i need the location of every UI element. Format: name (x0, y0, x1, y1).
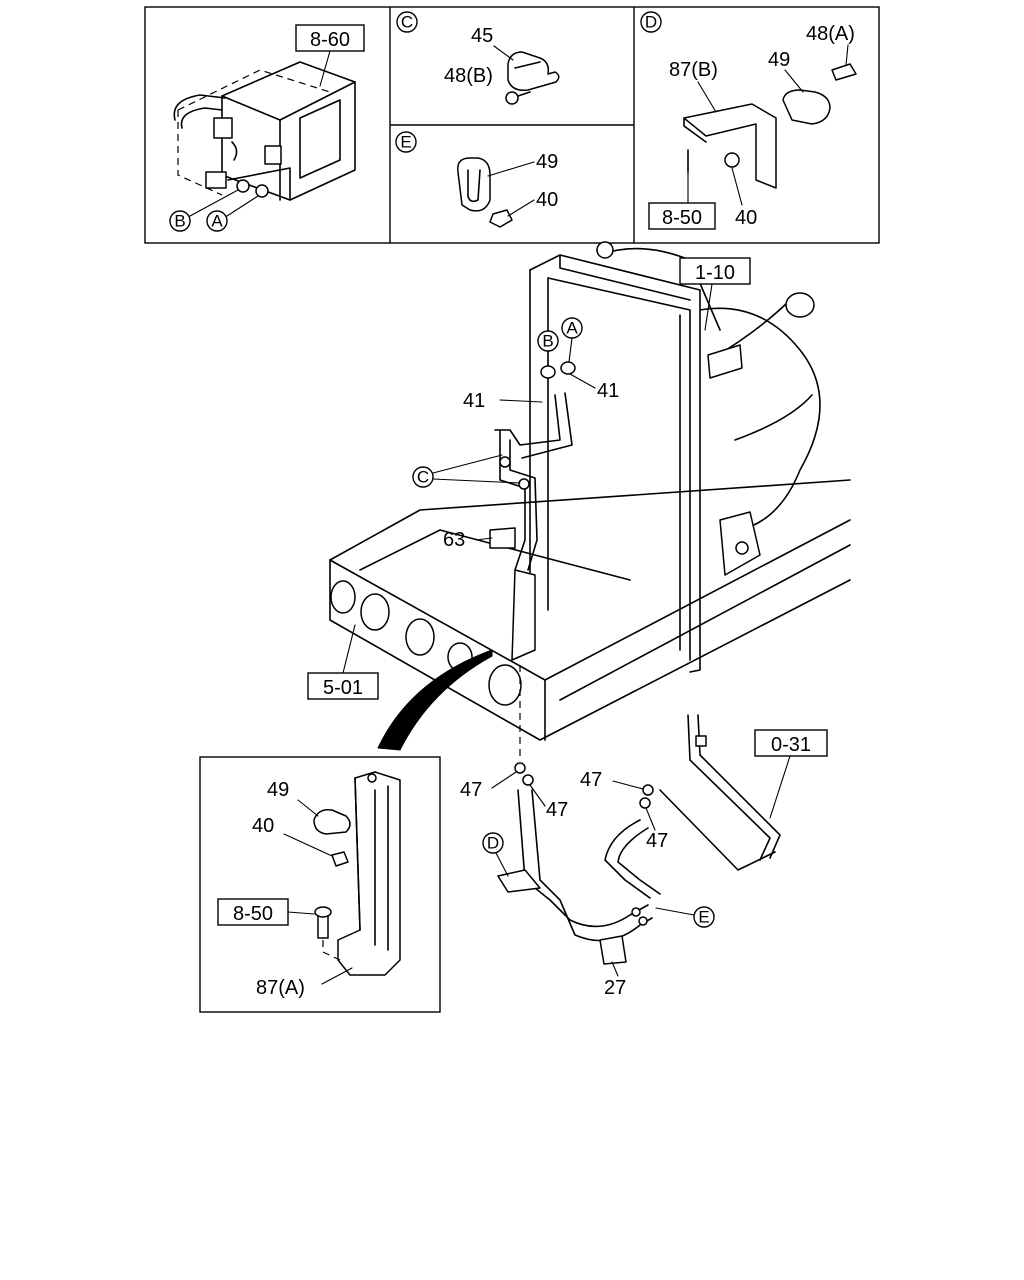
ref-1-10: 1-10 (679, 257, 751, 331)
panel-d: D 48(A) 49 87(B) 40 8-50 (640, 11, 857, 230)
hose-routing-lower (497, 714, 781, 965)
ref-0-31: 0-31 (754, 729, 828, 819)
hose-routing-upper (489, 361, 576, 760)
callout-c-main: C (412, 454, 521, 488)
panel-e: E 49 40 (395, 131, 558, 228)
svg-text:8-60: 8-60 (310, 29, 350, 51)
label-27: 27 (604, 977, 626, 999)
label-49-inset: 49 (267, 779, 289, 801)
label-87b: 87(B) (669, 59, 718, 81)
label-47-d: 47 (646, 830, 668, 852)
label-47-a: 47 (460, 779, 482, 801)
callout-a-panel: A (206, 195, 259, 232)
panel-c-callout: C (401, 13, 413, 32)
panel-d-callout: D (645, 13, 657, 32)
inset-pointer-arrow (377, 649, 493, 751)
panel-c: C 45 48(B) (396, 11, 560, 105)
ref-5-01: 5-01 (307, 624, 379, 700)
panel-valve-unit: 8-60 B A (169, 24, 365, 232)
svg-text:D: D (487, 834, 499, 853)
ref-8-50-inset: 8-50 (217, 898, 315, 926)
svg-text:A: A (566, 319, 578, 338)
label-40-e: 40 (536, 189, 558, 211)
inset-detail: 49 40 8-50 87(A) (199, 756, 441, 1013)
svg-text:8-50: 8-50 (662, 207, 702, 229)
label-87a: 87(A) (256, 977, 305, 999)
callout-d-main: D (482, 832, 509, 877)
ref-8-50-d: 8-50 (648, 171, 716, 230)
label-40-inset: 40 (252, 815, 274, 837)
label-63: 63 (443, 529, 465, 551)
svg-text:5-01: 5-01 (323, 677, 363, 699)
ref-8-60: 8-60 (295, 24, 365, 87)
callout-b-main: B (537, 330, 559, 367)
svg-text:B: B (542, 332, 553, 351)
svg-text:1-10: 1-10 (695, 262, 735, 284)
label-40-d: 40 (735, 207, 757, 229)
callout-b-panel: B (169, 189, 239, 232)
svg-text:A: A (211, 212, 223, 231)
svg-text:E: E (698, 908, 709, 927)
main-labels: 1-10 5-01 0-31 B A 41 41 C (307, 257, 828, 999)
label-49-d: 49 (768, 49, 790, 71)
label-41-left: 41 (463, 390, 485, 412)
radiator-assembly (529, 241, 821, 673)
svg-text:C: C (417, 468, 429, 487)
svg-text:B: B (174, 212, 185, 231)
callout-e-main: E (655, 906, 715, 928)
label-48a: 48(A) (806, 23, 855, 45)
label-47-c: 47 (580, 769, 602, 791)
panel-e-callout: E (400, 133, 411, 152)
label-41-right: 41 (597, 380, 619, 402)
valve-unit-drawing (173, 61, 356, 201)
detail-panels-frame (144, 6, 880, 244)
callout-a-main: A (561, 317, 583, 363)
label-48b: 48(B) (444, 65, 493, 87)
label-45: 45 (471, 25, 493, 47)
svg-text:0-31: 0-31 (771, 734, 811, 756)
chassis-frame (329, 479, 851, 741)
svg-text:8-50: 8-50 (233, 903, 273, 925)
label-49-e: 49 (536, 151, 558, 173)
label-47-b: 47 (546, 799, 568, 821)
